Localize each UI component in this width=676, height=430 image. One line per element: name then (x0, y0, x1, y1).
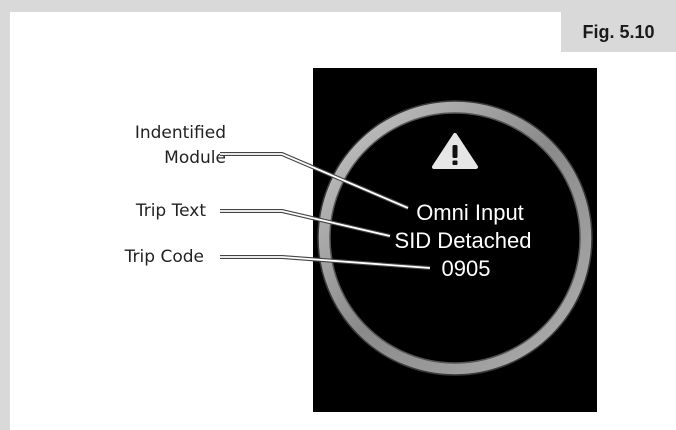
warning-triangle-icon (432, 133, 478, 169)
display-module-name: Omni Input (416, 200, 524, 225)
gauge-ring-inner-edge (329, 112, 581, 364)
display-trip-code: 0905 (442, 256, 491, 281)
callout-leader-trip-code (220, 255, 431, 270)
gauge-ring (318, 101, 592, 375)
callout-label-trip-code: Trip Code (124, 247, 204, 267)
frame-top-border (0, 0, 676, 12)
frame-left-border (0, 0, 10, 430)
callout-label-module: Indentified Module (60, 121, 226, 171)
callout-label-module-line1: Indentified (134, 123, 226, 143)
display-screen (313, 68, 597, 412)
display-trip-text: SID Detached (395, 228, 532, 253)
figure-label: Fig. 5.10 (561, 12, 676, 52)
callout-label-trip-text: Trip Text (135, 201, 206, 221)
callout-leader-module (220, 152, 409, 210)
callout-label-module-line2: Module (164, 148, 226, 168)
gauge-ring-outer-edge (317, 100, 593, 376)
callout-leader-trip-text (220, 209, 391, 238)
